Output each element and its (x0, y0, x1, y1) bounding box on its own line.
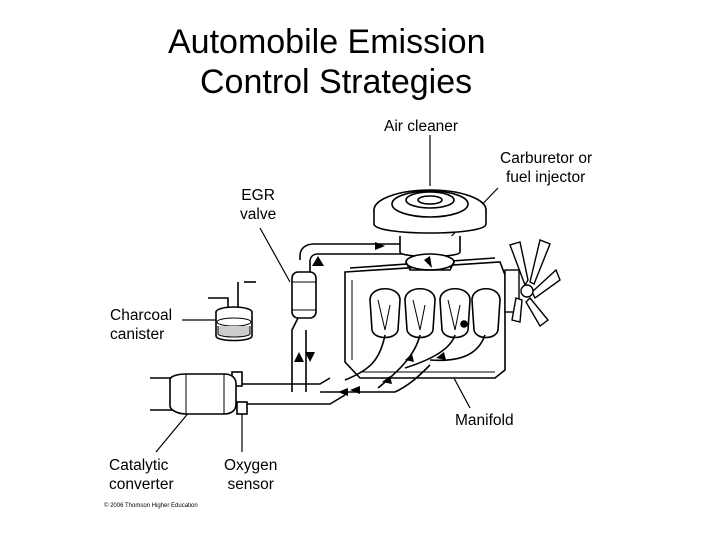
arrow-icon (436, 352, 446, 360)
arrow-icon (305, 352, 315, 362)
arrow-icon (338, 388, 348, 396)
flow-arrows (294, 242, 446, 396)
leader-egr (259, 227, 291, 283)
fan-icon (504, 239, 561, 328)
arrow-icon (405, 354, 414, 362)
label-egr-valve: EGR valve (240, 187, 277, 223)
label-air-cleaner: Air cleaner (384, 118, 459, 135)
label-carburetor: Carburetor or fuel injector (500, 150, 593, 186)
oxygen-sensor (236, 401, 248, 415)
label-oxygen-sensor: Oxygen sensor (224, 457, 278, 493)
air-cleaner (373, 189, 487, 234)
charcoal-canister (208, 281, 256, 342)
manifold-ports (369, 287, 501, 339)
label-catalytic-converter: Catalytic converter (109, 457, 174, 493)
title-line-2: Control Strategies (200, 63, 473, 101)
catalytic-converter (169, 373, 237, 415)
arrow-icon (312, 256, 324, 266)
label-charcoal-canister: Charcoal canister (110, 307, 173, 343)
exhaust-manifold (320, 334, 486, 393)
arrow-icon (424, 256, 432, 268)
arrow-icon (294, 352, 304, 362)
arrow-icon (382, 376, 392, 384)
egr-valve (291, 271, 317, 319)
title-line-1: Automobile Emission (168, 23, 486, 61)
copyright-notice: © 2006 Thomson Higher Education (104, 503, 198, 509)
arrow-icon (350, 386, 360, 394)
page-title: Automobile Emission Control Strategies (168, 22, 485, 102)
label-manifold: Manifold (455, 412, 514, 429)
arrow-icon (375, 242, 385, 250)
